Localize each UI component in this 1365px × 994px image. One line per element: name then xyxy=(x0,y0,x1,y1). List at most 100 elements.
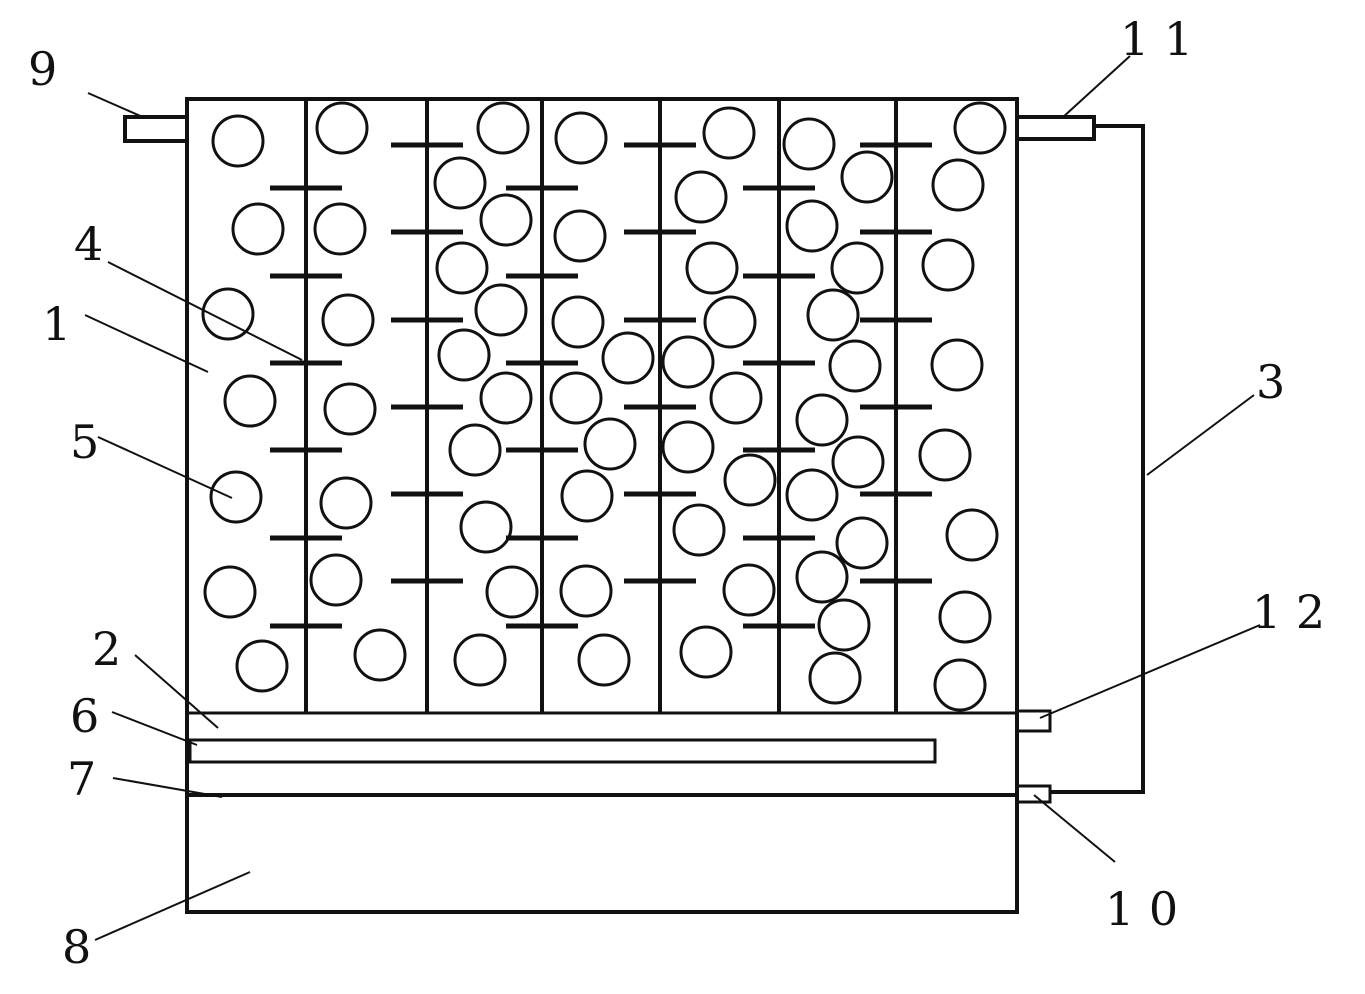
packing-ball xyxy=(553,209,607,263)
packing-balls xyxy=(201,101,1007,712)
packing-ball xyxy=(485,565,539,619)
port-11 xyxy=(1015,115,1096,141)
packing-ball xyxy=(459,500,513,554)
packing-ball xyxy=(448,423,502,477)
packing-ball xyxy=(782,117,836,171)
leader-3 xyxy=(1146,394,1255,476)
packing-ball xyxy=(661,335,715,389)
packing-ball xyxy=(795,550,849,604)
packing-ball xyxy=(453,633,507,687)
packing-ball xyxy=(476,101,530,155)
packing-ball xyxy=(808,651,862,705)
packing-ball xyxy=(674,170,728,224)
packing-ball xyxy=(479,193,533,247)
packing-ball xyxy=(209,470,263,524)
leader-11 xyxy=(1061,55,1131,119)
pipe-3 xyxy=(1050,124,1145,794)
label-2: 2 xyxy=(92,622,121,676)
packing-ball xyxy=(709,371,763,425)
packing-ball xyxy=(353,628,407,682)
label-4: 4 xyxy=(74,217,103,271)
packing-ball xyxy=(831,435,885,489)
packing-ball xyxy=(661,420,715,474)
packing-ball xyxy=(938,590,992,644)
leader-9 xyxy=(87,92,146,119)
packing-ball xyxy=(559,564,613,618)
packing-ball xyxy=(703,295,757,349)
packing-ball xyxy=(918,428,972,482)
packing-ball xyxy=(203,565,257,619)
leader-8 xyxy=(94,871,251,941)
baffles xyxy=(270,142,932,629)
packing-ball xyxy=(921,238,975,292)
packing-ball xyxy=(945,508,999,562)
packing-ball xyxy=(235,639,289,693)
packing-ball xyxy=(583,417,637,471)
leader-7 xyxy=(112,777,223,798)
packing-ball xyxy=(223,374,277,428)
leader-2 xyxy=(134,654,219,729)
packing-ball xyxy=(953,101,1007,155)
port-10 xyxy=(1015,784,1052,804)
label-11: 1 1 xyxy=(1120,12,1193,66)
leader-lines xyxy=(84,55,1261,941)
packing-ball xyxy=(315,101,369,155)
packing-ball xyxy=(830,241,884,295)
packing-ball xyxy=(211,114,265,168)
packing-ball xyxy=(201,287,255,341)
packing-ball xyxy=(817,598,871,652)
packing-ball xyxy=(672,503,726,557)
packing-ball xyxy=(577,633,631,687)
packing-ball xyxy=(319,476,373,530)
packing-ball xyxy=(702,106,756,160)
label-5: 5 xyxy=(70,415,99,469)
leader-10 xyxy=(1033,794,1116,863)
packing-ball xyxy=(722,563,776,617)
label-7: 7 xyxy=(67,752,96,806)
packing-ball xyxy=(560,469,614,523)
packing-ball xyxy=(479,371,533,425)
packing-ball xyxy=(806,288,860,342)
leader-4 xyxy=(107,261,303,361)
packing-ball xyxy=(685,241,739,295)
port-9 xyxy=(123,115,189,143)
packing-ball xyxy=(313,202,367,256)
leader-5 xyxy=(97,436,233,499)
packing-ball xyxy=(551,295,605,349)
vessel-outline xyxy=(185,97,1019,914)
packing-ball xyxy=(435,241,489,295)
packing-ball xyxy=(785,199,839,253)
packing-ball xyxy=(437,328,491,382)
packing-ball xyxy=(549,371,603,425)
label-3: 3 xyxy=(1256,355,1285,409)
packing-ball xyxy=(835,516,889,570)
port-12 xyxy=(1015,709,1052,733)
packing-ball xyxy=(474,283,528,337)
packing-ball xyxy=(323,382,377,436)
label-10: 1 0 xyxy=(1105,882,1178,936)
layer-6-plate xyxy=(188,738,937,764)
label-6: 6 xyxy=(70,689,99,743)
packing-ball xyxy=(723,453,777,507)
leader-1 xyxy=(84,314,209,373)
packing-ball xyxy=(321,293,375,347)
packing-ball xyxy=(930,338,984,392)
packing-ball xyxy=(931,158,985,212)
packing-ball xyxy=(840,150,894,204)
label-12: 1 2 xyxy=(1252,585,1325,639)
packing-ball xyxy=(231,202,285,256)
packing-ball xyxy=(601,331,655,385)
leader-12 xyxy=(1039,624,1261,719)
packing-ball xyxy=(933,658,987,712)
packing-ball xyxy=(309,553,363,607)
leader-6 xyxy=(111,711,198,746)
label-9: 9 xyxy=(28,42,57,96)
label-8: 8 xyxy=(62,920,91,974)
packing-ball xyxy=(554,111,608,165)
packing-ball xyxy=(828,339,882,393)
packing-ball xyxy=(433,156,487,210)
label-1: 1 xyxy=(42,297,71,351)
packing-ball xyxy=(679,625,733,679)
packing-ball xyxy=(785,468,839,522)
